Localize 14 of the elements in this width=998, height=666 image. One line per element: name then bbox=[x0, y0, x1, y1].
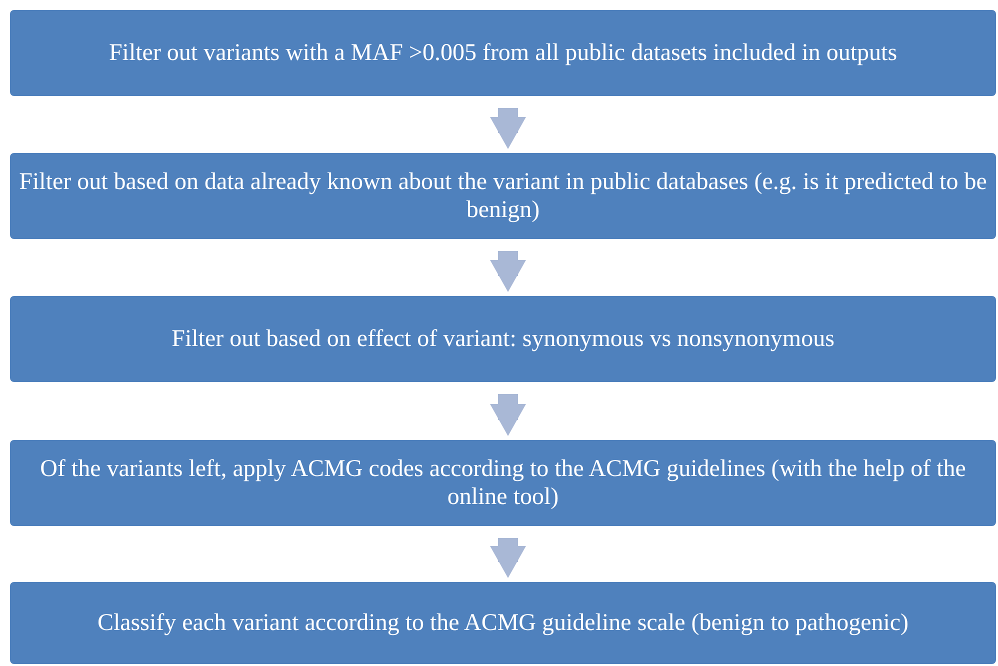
process-box bbox=[10, 296, 996, 382]
process-box bbox=[10, 10, 996, 96]
block-arrow bbox=[490, 251, 526, 292]
block-arrow bbox=[490, 108, 526, 149]
process-box bbox=[10, 153, 996, 239]
step-text: Filter out based on data already known about the variant in public databases (e.g. is it predicted to be benign) bbox=[18, 168, 988, 224]
process-box bbox=[10, 582, 996, 664]
block-arrow bbox=[490, 538, 526, 578]
step-text: Filter out variants with a MAF >0.005 from all public datasets included in outputs bbox=[108, 39, 898, 67]
block-arrow bbox=[490, 394, 526, 436]
step-text: Filter out based on effect of variant: synonymous vs nonsynonymous bbox=[172, 325, 834, 353]
step-text: Of the variants left, apply ACMG codes according to the ACMG guidelines (with the help of the online tool) bbox=[39, 455, 967, 511]
process-box bbox=[10, 440, 996, 526]
step-text: Classify each variant according to the ACMG guideline scale (benign to pathogenic) bbox=[97, 609, 909, 637]
